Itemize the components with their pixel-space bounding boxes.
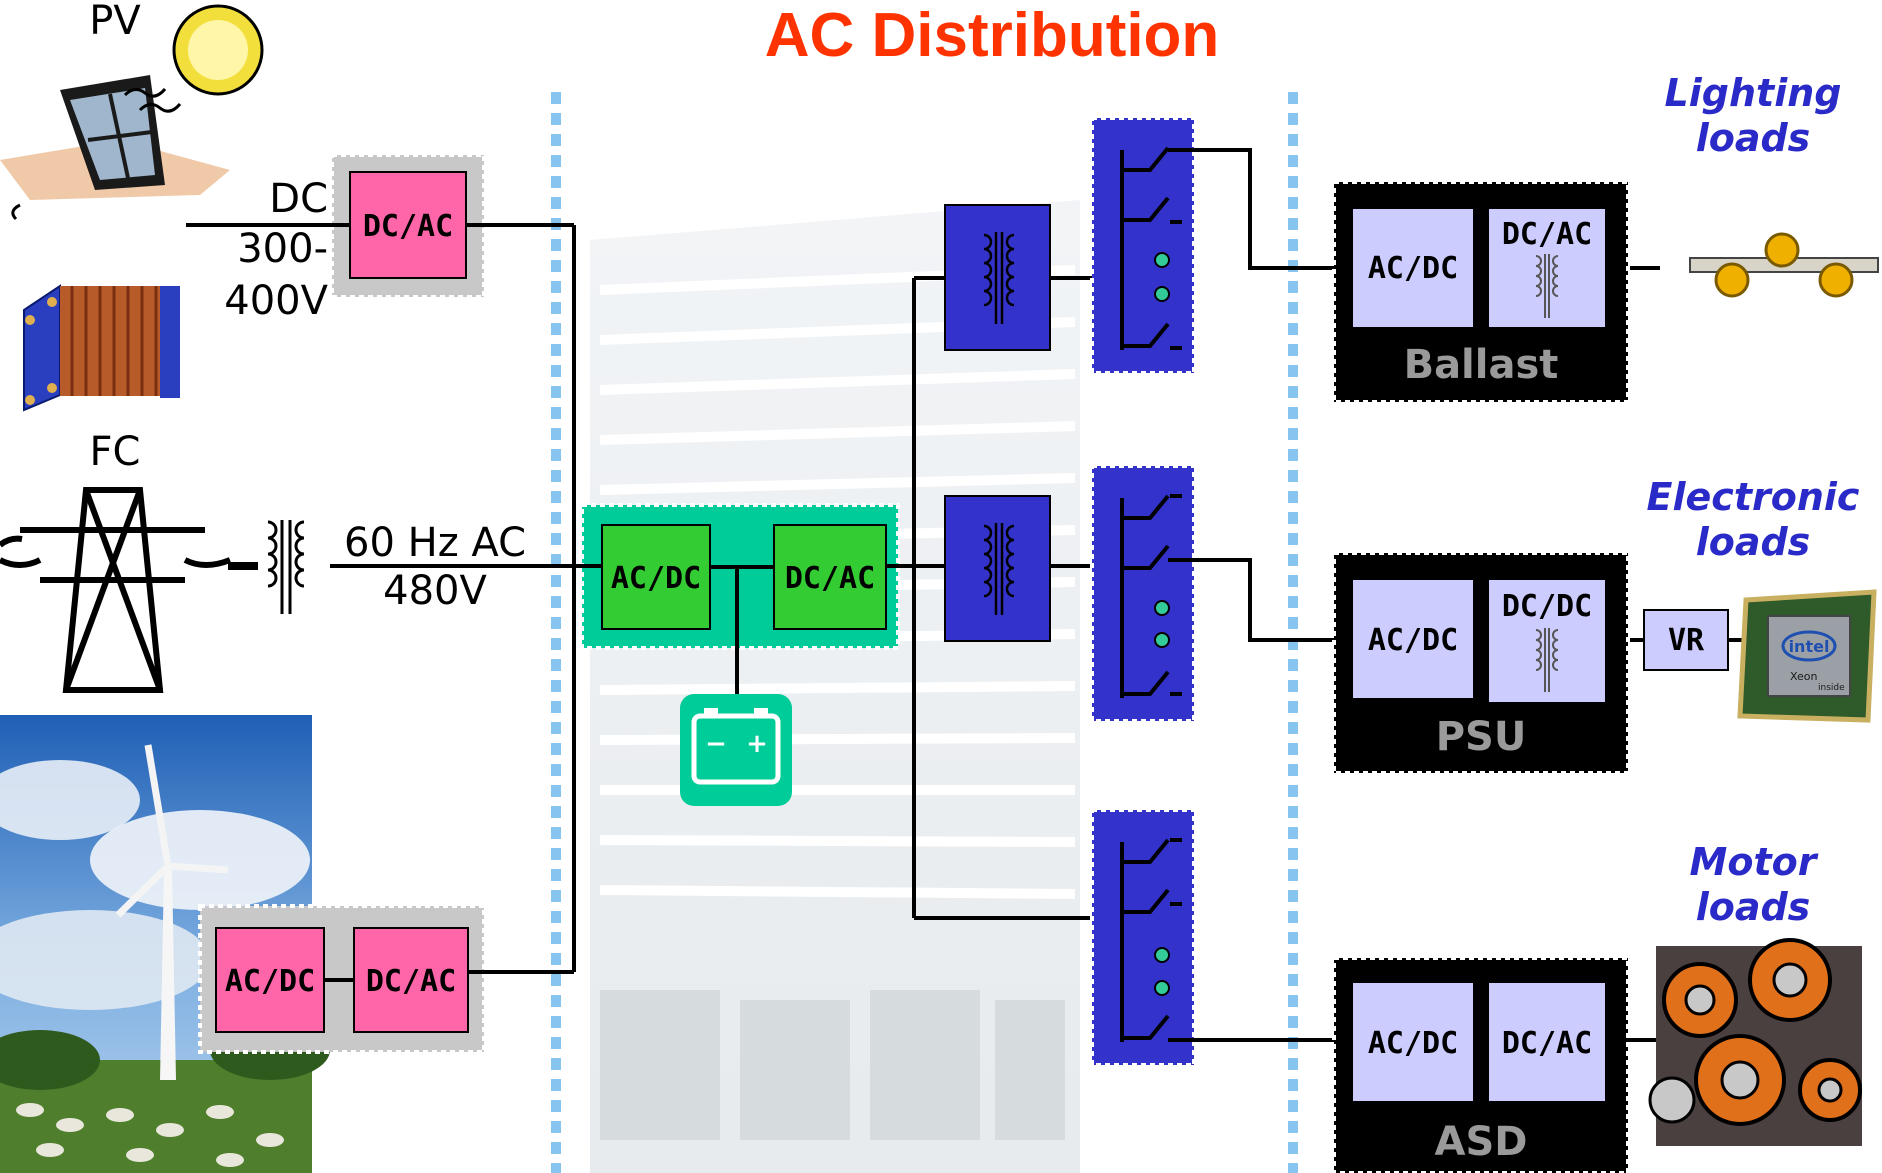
voltage-regulator-box: VR <box>1643 609 1729 671</box>
lighting-loads-label-line2: loads <box>1696 116 1811 160</box>
ballast-dc-ac-label: DC/AC <box>1502 217 1592 252</box>
ups-dc-ac-label: DC/AC <box>785 561 875 596</box>
ballast-box: AC/DC DC/AC Ballast <box>1332 180 1630 404</box>
ups-ac-dc-label: AC/DC <box>611 561 701 596</box>
transmission-tower-icon <box>0 487 232 693</box>
switchgear-panel-middle <box>1090 464 1196 723</box>
pv-dc-ac-converter: DC/AC <box>330 153 486 299</box>
diagram-title: AC Distribution <box>765 1 1220 70</box>
building-background-image <box>590 200 1080 1173</box>
psu-box: AC/DC DC/DC PSU <box>1332 551 1630 775</box>
motor-loads-label-line1: Motor <box>1690 840 1819 884</box>
grid-transformer-symbol <box>228 520 305 614</box>
grid-voltage-label-line2: 480V <box>383 568 487 614</box>
dc-bus-label-line2: 300- <box>237 226 328 272</box>
psu-ac-dc-label: AC/DC <box>1368 623 1458 658</box>
ballast-ac-dc-label: AC/DC <box>1368 251 1458 286</box>
pv-label: PV <box>89 0 141 44</box>
asd-dc-ac-label: DC/AC <box>1502 1026 1592 1061</box>
wind-converter-pair: AC/DC DC/AC <box>198 904 486 1054</box>
cpu-chip-icon: intel Xeon inside <box>1737 589 1877 723</box>
psu-label: PSU <box>1436 714 1527 760</box>
lighting-loads-label-line1: Lighting <box>1665 71 1842 115</box>
pv-converter-label: DC/AC <box>363 209 453 244</box>
psu-transformer-icon <box>1535 628 1559 692</box>
electronic-loads-label-line1: Electronic <box>1647 475 1860 519</box>
pv-panel-icon <box>0 75 230 221</box>
asd-label: ASD <box>1435 1119 1528 1165</box>
vr-label: VR <box>1668 623 1705 658</box>
battery-icon: − + <box>680 694 792 806</box>
transformer-lower <box>944 495 1051 642</box>
grid-voltage-label-line1: 60 Hz AC <box>344 520 526 566</box>
transformer-upper <box>944 204 1051 351</box>
battery-minus-sign: − <box>705 729 727 759</box>
fuel-cell-stack-icon <box>23 284 180 412</box>
psu-dc-dc-label: DC/DC <box>1502 589 1592 624</box>
switchgear-panel-bottom <box>1090 808 1196 1067</box>
electronic-loads-label-line2: loads <box>1696 520 1811 564</box>
dc-bus-label-line1: DC <box>269 176 328 222</box>
ballast-transformer-icon <box>1535 254 1559 318</box>
motor-gears-icon <box>1648 938 1862 1146</box>
lighting-track-icon <box>1689 232 1879 298</box>
wind-dc-ac-label: DC/AC <box>366 964 456 999</box>
ballast-label: Ballast <box>1404 342 1559 388</box>
cpu-brand-text: intel <box>1789 637 1830 656</box>
asd-ac-dc-label: AC/DC <box>1368 1026 1458 1061</box>
asd-box: AC/DC DC/AC ASD <box>1332 956 1630 1173</box>
fc-label: FC <box>90 429 141 475</box>
sun-icon <box>172 4 264 96</box>
switchgear-panel-top <box>1090 116 1196 375</box>
cpu-inside-text: inside <box>1818 683 1845 693</box>
motor-loads-label-line2: loads <box>1696 885 1811 929</box>
cpu-model-text: Xeon <box>1790 670 1818 683</box>
main-bus-wires <box>186 223 1124 974</box>
battery-plus-sign: + <box>746 729 768 759</box>
wind-ac-dc-label: AC/DC <box>225 964 315 999</box>
dc-bus-label-line3: 400V <box>224 278 328 324</box>
ups-converter-pair: AC/DC DC/AC <box>580 503 900 650</box>
